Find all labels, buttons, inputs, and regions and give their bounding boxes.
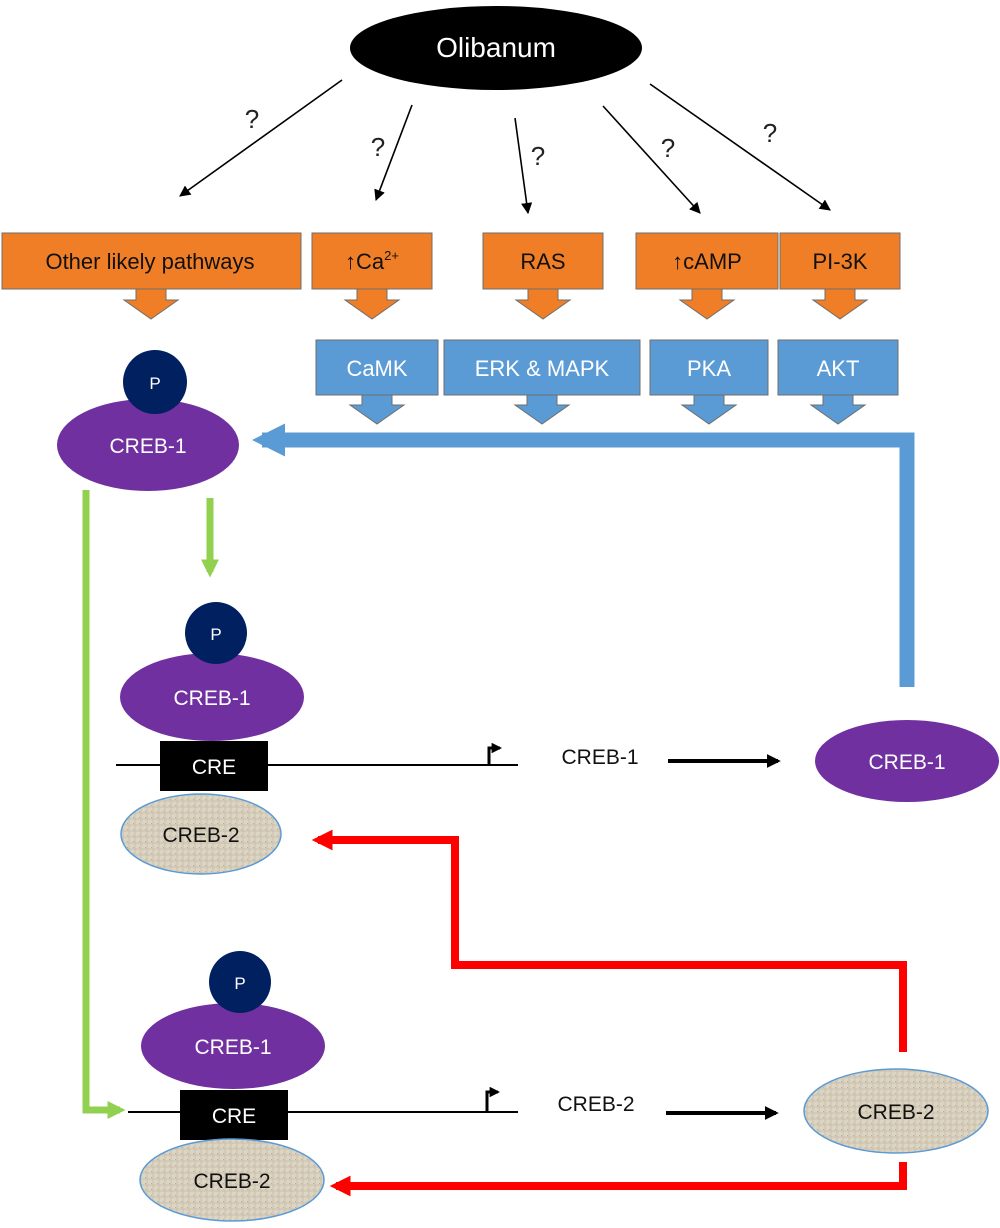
creb1-label: CREB-1 — [194, 1036, 271, 1059]
cre-label: CRE — [212, 1105, 256, 1128]
kinase-label: CaMK — [346, 356, 407, 381]
olibanum-arrows — [179, 79, 831, 215]
arrow-to-other-pathways — [179, 79, 343, 197]
down-arrow-icon — [343, 288, 401, 320]
arrow-to-calcium — [374, 104, 413, 202]
upstream-box-ras: RAS — [482, 232, 604, 320]
question-mark: ? — [763, 118, 777, 148]
olibanum-label: Olibanum — [436, 32, 556, 63]
creb2-label: CREB-2 — [193, 1170, 270, 1193]
phosphate-label: P — [234, 974, 245, 993]
creb2-gene-locus: CRE CREB-1 P CREB-2 — [128, 951, 518, 1222]
upstream-label: ↑Ca2+ — [345, 248, 399, 274]
creb2-label: CREB-2 — [162, 824, 239, 847]
question-marks: ? ? ? ? ? — [245, 104, 777, 171]
upstream-label: PI-3K — [812, 249, 867, 274]
upstream-label-main: Ca — [356, 249, 385, 274]
upstream-label: RAS — [520, 249, 565, 274]
kinase-box-pka: PKA — [649, 339, 769, 425]
creb1-label: CREB-1 — [109, 435, 186, 458]
kinase-box-akt: AKT — [777, 339, 899, 425]
cre-label: CRE — [192, 756, 236, 779]
down-arrow-icon — [513, 394, 571, 425]
transcription-start-icon — [487, 742, 503, 765]
question-mark: ? — [245, 104, 259, 134]
red-feedback-arrow-lower — [329, 1162, 907, 1197]
creb1-product: CREB-1 — [815, 720, 999, 802]
question-mark: ? — [661, 133, 675, 163]
question-mark: ? — [371, 132, 385, 162]
upstream-box-pi3k: PI-3K — [779, 232, 901, 320]
creb2-gene-label: CREB-2 — [557, 1093, 634, 1116]
creb2-label: CREB-2 — [857, 1101, 934, 1124]
arrow-to-camp — [602, 105, 701, 214]
kinase-box-erk-mapk: ERK & MAPK — [443, 339, 641, 425]
upstream-label: Other likely pathways — [45, 249, 254, 274]
down-arrow-icon — [348, 394, 406, 425]
kinase-box-camk: CaMK — [315, 339, 439, 425]
green-arrow-to-creb2-promoter — [82, 490, 126, 1120]
creb1-gene-label: CREB-1 — [561, 746, 638, 769]
down-arrow-icon — [680, 394, 738, 425]
kinase-label: ERK & MAPK — [475, 356, 610, 381]
down-arrow-icon — [514, 288, 572, 320]
kinase-label: AKT — [817, 356, 860, 381]
upstream-box-other-pathways: Other likely pathways — [1, 232, 302, 320]
upstream-signals: Other likely pathways ↑Ca2+ RAS ↑cAMP PI… — [1, 232, 901, 320]
up-arrow-prefix: ↑ — [672, 249, 683, 274]
upstream-label-main: cAMP — [683, 249, 742, 274]
kinases: CaMK ERK & MAPK PKA AKT — [315, 339, 899, 425]
creb1-label: CREB-1 — [173, 687, 250, 710]
creb2-product: CREB-2 — [803, 1068, 989, 1154]
red-feedback-arrow-upper — [311, 829, 907, 1052]
creb1-gene-locus: CRE CREB-1 P CREB-2 — [116, 602, 518, 875]
arrow-to-ras — [514, 117, 533, 215]
question-mark: ? — [531, 141, 545, 171]
down-arrow-icon — [678, 288, 736, 320]
phosphate-label: P — [210, 625, 221, 644]
blue-feedback-arrow — [252, 423, 915, 687]
kinase-label: PKA — [687, 356, 731, 381]
phospho-creb1-top: CREB-1 P — [57, 350, 239, 491]
transcription-start-icon — [485, 1086, 501, 1112]
down-arrow-icon — [122, 288, 180, 320]
upstream-box-calcium: ↑Ca2+ — [311, 232, 433, 320]
up-arrow-prefix: ↑ — [345, 249, 356, 274]
arrow-to-pi3k — [649, 83, 831, 211]
phosphate-label: P — [149, 374, 160, 393]
creb1-label: CREB-1 — [868, 751, 945, 774]
down-arrow-icon — [811, 288, 869, 320]
olibanum-node: Olibanum — [350, 6, 642, 90]
down-arrow-icon — [809, 394, 867, 425]
upstream-box-camp: ↑cAMP — [635, 232, 779, 320]
superscript: 2+ — [384, 248, 399, 263]
upstream-label: ↑cAMP — [672, 249, 742, 274]
